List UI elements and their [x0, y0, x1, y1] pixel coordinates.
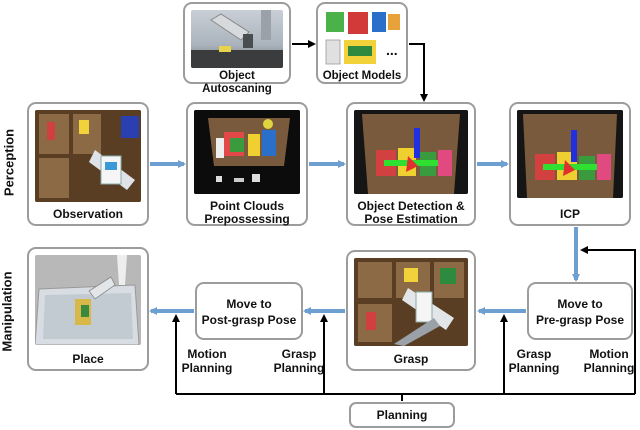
pre-grasp-caption: Move to Pre-grasp Pose: [535, 297, 625, 327]
grasp-node: Grasp: [346, 250, 476, 371]
point-clouds-caption: Point Clouds Prepossessing: [204, 199, 290, 226]
observation-caption: Observation: [52, 207, 124, 221]
object-models-node: ... Object Models: [316, 2, 408, 84]
autoscan-caption: Object Autoscaning: [202, 70, 272, 95]
post-grasp-node: Move to Post-grasp Pose: [195, 282, 303, 340]
icp-node: ICP: [509, 102, 631, 226]
object-models-image: ...: [324, 10, 400, 68]
place-image: [35, 255, 141, 345]
pre-grasp-node: Move to Pre-grasp Pose: [527, 282, 633, 340]
grasp-image: [354, 258, 468, 346]
motion-planning-label-right: Motion Planning: [583, 347, 635, 375]
icp-caption: ICP: [559, 207, 580, 221]
object-autoscaning-node: Object Autoscaning: [183, 2, 291, 95]
arrow-models-to-detection: [409, 43, 428, 102]
autoscan-image: [191, 10, 283, 68]
grasp-planning-label-left: Grasp Planning: [273, 347, 325, 375]
grasp-caption: Grasp: [393, 352, 429, 366]
more-models-ellipsis: ...: [386, 42, 398, 58]
object-detection-node: Object Detection & Pose Estimation: [346, 102, 476, 226]
object-detection-caption: Object Detection & Pose Estimation: [357, 199, 465, 226]
motion-planning-label-left: Motion Planning: [181, 347, 233, 375]
planning-caption: Planning: [376, 408, 428, 422]
planning-to-pregrasp-motion: [580, 246, 636, 394]
object-detection-image: [354, 110, 468, 194]
place-caption: Place: [72, 352, 104, 366]
place-node: Place: [27, 247, 149, 371]
icp-image: [517, 110, 623, 198]
observation-node: Observation: [27, 102, 149, 226]
grasp-planning-label-right: Grasp Planning: [508, 347, 560, 375]
planning-node: Planning: [349, 402, 455, 428]
post-grasp-caption: Move to Post-grasp Pose: [201, 297, 297, 327]
point-clouds-image: [194, 110, 300, 194]
observation-image: [35, 110, 141, 202]
point-clouds-node: Point Clouds Prepossessing: [186, 102, 308, 226]
object-models-caption: Object Models: [322, 70, 402, 82]
